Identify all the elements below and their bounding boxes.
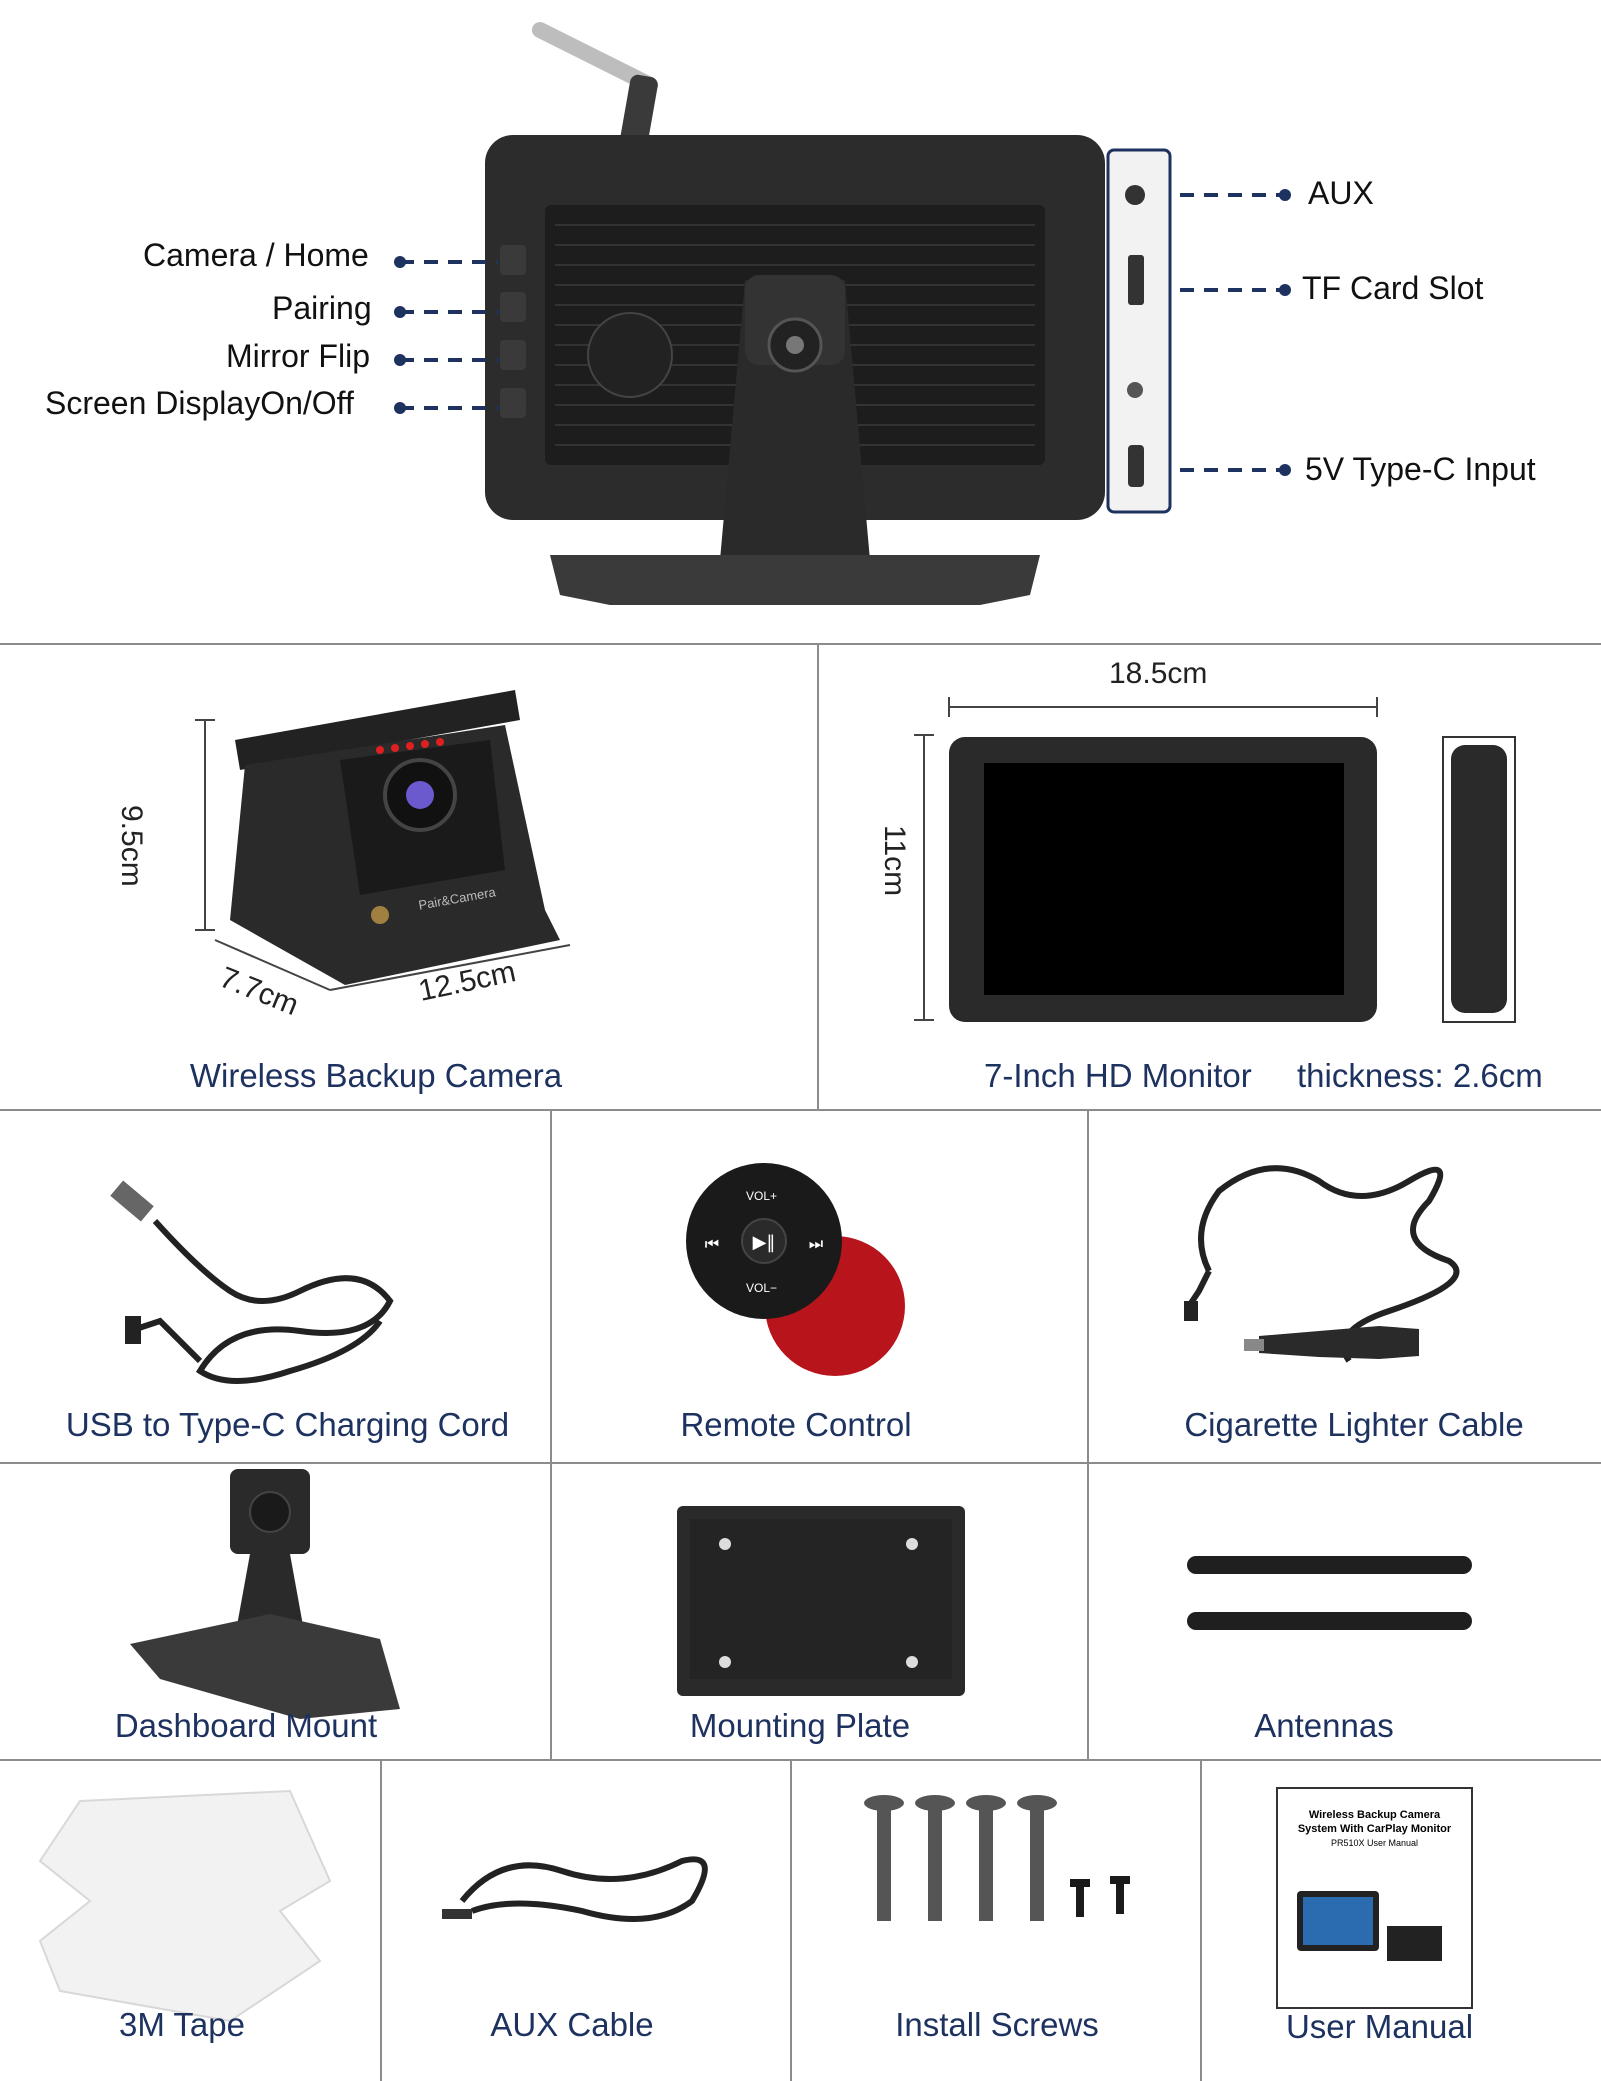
divider [550,1109,552,1759]
svg-text:⏭: ⏭ [809,1234,823,1253]
manual-title-line2: System With CarPlay Monitor [1297,1823,1452,1835]
accessory-user-manual: Wireless Backup Camera System With CarPl… [1202,1761,1601,2081]
svg-text:▶‖: ▶‖ [753,1232,776,1253]
divider [1087,1109,1089,1759]
remote-vol-up: VOL+ [746,1189,778,1203]
callout-camera-home: Camera / Home [143,237,369,274]
callout-pairing: Pairing [272,290,372,327]
accessory-usb-cord: USB to Type-C Charging Cord [0,1111,550,1461]
left-callout-leaders [394,189,1291,476]
manual-title-line1: Wireless Backup Camera [1308,1809,1441,1821]
antennas-illustration [1187,1556,1472,1630]
accessory-mounting-plate: Mounting Plate [552,1464,1086,1758]
accessory-caption: Remote Control [680,1406,912,1443]
callout-label: AUX [1308,175,1374,211]
monitor-dim-width: 18.5cm [1109,657,1208,690]
monitor-illustration [914,697,1516,1023]
callout-mirror-flip: Mirror Flip [226,338,370,375]
divider [1200,1759,1202,2081]
divider [0,643,1601,645]
camera-panel: Pair&Camera 9.5cm 7.7cm 12.5cm Wireless … [0,645,816,1108]
accessory-caption: Mounting Plate [689,1707,911,1744]
accessory-caption: AUX Cable [490,2006,654,2043]
accessory-caption: Install Screws [895,2006,1099,2043]
accessory-antennas: Antennas [1089,1464,1601,1758]
divider [0,1109,1601,1111]
camera-dim-height: 9.5cm [115,805,148,887]
camera-caption: Wireless Backup Camera [189,1057,563,1094]
monitor-panel: 18.5cm 11cm 7-Inch HD Monitor thickness:… [819,645,1601,1108]
accessory-install-screws: Install Screws [792,1761,1200,2081]
callout-label: Screen DisplayOn/Off [45,385,354,421]
callout-aux: AUX [1308,175,1374,212]
install-screws-illustration [864,1795,1130,1921]
accessory-caption: Dashboard Mount [114,1707,378,1744]
accessory-aux-cable: AUX Cable [382,1761,790,2081]
callout-screen-display: Screen DisplayOn/Off [45,385,354,422]
aux-cable-illustration [442,1856,708,1922]
divider [380,1759,382,2081]
accessory-cigarette-cable: Cigarette Lighter Cable [1089,1111,1601,1461]
monitor-back-section: Camera / Home Pairing Mirror Flip Screen… [0,0,1601,640]
remote-illustration: ▶‖ ⏮ ⏭ [686,1163,905,1376]
remote-vol-down: VOL− [746,1281,778,1295]
accessory-caption: 3M Tape [119,2006,245,2043]
monitor-back-illustration [485,22,1172,605]
divider [790,1759,792,2081]
monitor-caption: 7-Inch HD Monitor [984,1057,1252,1094]
callout-label: TF Card Slot [1302,270,1484,306]
manual-subtitle: PR510X User Manual [1330,1838,1419,1848]
divider [0,1759,1601,1761]
accessory-caption: USB to Type-C Charging Cord [65,1406,510,1443]
dashboard-mount-illustration [130,1469,400,1719]
callout-tf-card: TF Card Slot [1302,270,1483,307]
accessory-caption: Cigarette Lighter Cable [1184,1406,1524,1443]
user-manual-illustration [1276,1787,1473,2009]
callout-label: 5V Type-C Input [1305,451,1536,487]
callout-label: Camera / Home [143,237,369,273]
cigarette-cable-illustration [1184,1165,1460,1363]
mounting-plate-illustration [677,1506,965,1696]
accessory-3m-tape: 3M Tape [0,1761,380,2081]
callout-type-c: 5V Type-C Input [1305,451,1536,488]
usb-cord-illustration [110,1180,394,1384]
accessory-caption: Antennas [1254,1707,1394,1744]
monitor-thickness: thickness: 2.6cm [1297,1057,1543,1094]
accessory-caption: User Manual [1285,2008,1474,2045]
accessory-dashboard-mount: Dashboard Mount [0,1464,550,1758]
svg-text:⏮: ⏮ [705,1234,719,1253]
monitor-dim-height: 11cm [878,825,911,897]
accessory-remote: ▶‖ ⏮ ⏭ VOL+ VOL− Remote Control [552,1111,1086,1461]
3m-tape-illustration [38,1789,332,2023]
callout-label: Mirror Flip [226,338,370,374]
callout-label: Pairing [272,290,372,326]
camera-illustration [195,690,571,991]
divider [817,643,819,1109]
divider [0,1462,1601,1464]
